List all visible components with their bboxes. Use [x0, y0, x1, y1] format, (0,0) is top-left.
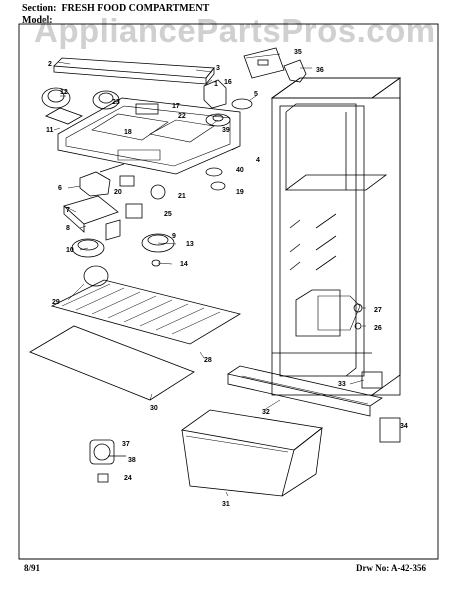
callout-9: 9: [172, 233, 176, 240]
callout-34: 34: [400, 423, 408, 430]
part-40: [205, 167, 223, 177]
footer-date: 8/91: [24, 563, 41, 573]
callout-7: 7: [66, 207, 70, 214]
callout-37: 37: [122, 441, 130, 448]
glass-shelf: [29, 325, 195, 401]
bracket-35: [243, 47, 285, 79]
front-trim-strip: [227, 365, 383, 417]
thermostat-group: [79, 163, 166, 200]
callout-8: 8: [66, 225, 70, 232]
callout-6: 6: [58, 185, 62, 192]
callout-35: 35: [294, 49, 302, 56]
watermark: AppliancePartsPros.com: [34, 12, 436, 49]
callout-22: 22: [178, 113, 186, 120]
crisper-drawer: [180, 409, 323, 497]
callout-1: 1: [214, 81, 218, 88]
section-line: Section: FRESH FOOD COMPARTMENT: [22, 3, 209, 14]
callout-29: 29: [52, 299, 60, 306]
callout-39: 39: [222, 127, 230, 134]
callout-31: 31: [222, 501, 230, 508]
part-26: [354, 322, 362, 330]
footer-drawing-number: Drw No: A-42-356: [356, 563, 426, 573]
callout-28: 28: [204, 357, 212, 364]
callout-3: 3: [216, 65, 220, 72]
wire-shelf: [50, 279, 242, 345]
callout-32: 32: [262, 409, 270, 416]
callout-11: 11: [46, 127, 54, 134]
callout-13: 13: [186, 241, 194, 248]
model-label: Model:: [22, 15, 53, 26]
part-33: [361, 371, 383, 389]
ceiling-panel: [57, 97, 241, 175]
callout-5: 5: [254, 91, 258, 98]
control-knob-23: [92, 90, 120, 110]
part-29: [83, 265, 109, 287]
callout-16: 16: [224, 79, 232, 86]
part-19: [210, 181, 226, 191]
callout-21: 21: [178, 193, 186, 200]
callout-19: 19: [236, 189, 244, 196]
callout-12: 12: [60, 89, 68, 96]
part-22: [135, 103, 159, 115]
callout-2: 2: [48, 61, 52, 68]
callout-38: 38: [128, 457, 136, 464]
slot-35: [257, 59, 269, 66]
callout-23: 23: [112, 99, 120, 106]
top-trim-strip: [53, 57, 215, 85]
light-socket-assembly: [89, 439, 126, 483]
damper-assembly: [203, 79, 253, 127]
callout-40: 40: [236, 167, 244, 174]
callout-27: 27: [374, 307, 382, 314]
callout-10: 10: [66, 247, 74, 254]
callout-26: 26: [374, 325, 382, 332]
leader-lines: [53, 53, 366, 497]
section-label: Section:: [22, 3, 57, 14]
callout-25: 25: [164, 211, 172, 218]
hinge-36: [283, 59, 307, 83]
callout-4: 4: [256, 157, 260, 164]
fan-assemblies: [71, 233, 175, 267]
refrigerator-cabinet: [270, 77, 402, 396]
callout-33: 33: [338, 381, 346, 388]
callout-36: 36: [316, 67, 324, 74]
callout-labels: 1234567891011121314161718192021222324252…: [46, 49, 408, 508]
callout-20: 20: [114, 189, 122, 196]
callout-30: 30: [150, 405, 158, 412]
part-34: [379, 417, 401, 443]
section-title: FRESH FOOD COMPARTMENT: [61, 3, 210, 14]
callout-24: 24: [124, 475, 132, 482]
callout-18: 18: [124, 129, 132, 136]
callout-14: 14: [180, 261, 188, 268]
fan-motor-bracket: [63, 195, 143, 241]
callout-17: 17: [172, 103, 180, 110]
